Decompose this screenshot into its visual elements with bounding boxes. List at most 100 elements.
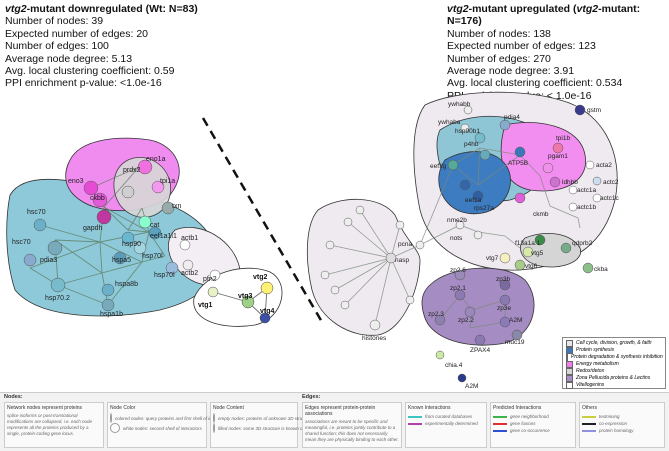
node[interactable] [472, 190, 484, 202]
node[interactable] [473, 230, 483, 240]
node-label: zp2.2 [458, 317, 474, 324]
node[interactable] [385, 252, 397, 264]
legend-item: Vitellogenins [566, 382, 662, 389]
node[interactable] [96, 209, 112, 225]
node-label: eef1a [465, 197, 482, 204]
node[interactable] [522, 246, 534, 258]
node[interactable] [457, 373, 467, 383]
node-label: ZPAX4 [470, 347, 490, 354]
node-label: txn [172, 203, 181, 210]
node[interactable] [499, 294, 511, 306]
node[interactable] [582, 262, 594, 274]
node[interactable] [455, 220, 465, 230]
node[interactable] [325, 240, 335, 250]
node[interactable] [113, 251, 127, 265]
node[interactable] [340, 300, 350, 310]
node[interactable] [499, 316, 511, 328]
node[interactable] [241, 295, 255, 309]
node[interactable] [165, 261, 179, 275]
node[interactable] [514, 259, 526, 271]
panel-text: white nodes: second shell of interactors [123, 425, 202, 431]
node[interactable] [137, 159, 153, 175]
node[interactable] [434, 314, 446, 326]
node[interactable] [514, 146, 526, 158]
node[interactable] [47, 240, 63, 256]
node[interactable] [552, 142, 564, 154]
node[interactable] [435, 350, 445, 360]
node[interactable] [207, 286, 219, 298]
node[interactable] [474, 132, 486, 144]
node[interactable] [161, 201, 175, 215]
node[interactable] [499, 252, 511, 264]
node-label: tpi1a [160, 178, 175, 185]
node-label: vtg1 [198, 302, 213, 309]
node[interactable] [585, 160, 595, 170]
node[interactable] [574, 104, 586, 116]
legend-label: Redox/detox [576, 368, 605, 374]
node[interactable] [542, 162, 554, 174]
node[interactable] [560, 242, 572, 254]
panel-title: Others [582, 405, 598, 411]
node-label: muc19 [505, 339, 525, 346]
node[interactable] [568, 202, 578, 212]
node[interactable] [463, 105, 473, 115]
node[interactable] [549, 176, 561, 188]
node[interactable] [101, 298, 115, 312]
node[interactable] [369, 319, 381, 331]
node[interactable] [330, 285, 340, 295]
node[interactable] [499, 119, 511, 131]
node[interactable] [534, 234, 546, 246]
node[interactable] [121, 231, 135, 245]
node-label: pdia4 [504, 114, 520, 121]
right-network-edges [324, 147, 581, 329]
empty-node-icon [213, 413, 215, 423]
node[interactable] [592, 193, 602, 203]
node[interactable] [343, 217, 353, 227]
node[interactable] [320, 270, 330, 280]
node[interactable] [259, 312, 271, 324]
node-label: A2M [509, 317, 522, 324]
panel-title: Known Interactions [408, 405, 451, 411]
node[interactable] [50, 277, 66, 293]
panel-row: gene neighborhood [493, 413, 573, 420]
node[interactable] [92, 192, 108, 208]
node[interactable] [179, 239, 191, 251]
node[interactable] [33, 218, 47, 232]
node[interactable] [405, 295, 415, 305]
left-stat-line: Number of edges: 100 [5, 40, 109, 53]
node[interactable] [395, 220, 405, 230]
node[interactable] [415, 240, 425, 250]
node[interactable] [447, 159, 459, 171]
right-title-gene: vtg2 [447, 3, 469, 15]
node[interactable] [464, 306, 476, 318]
node[interactable] [454, 289, 466, 301]
node[interactable] [138, 215, 152, 229]
panel-row: gene co-occurrence [493, 427, 573, 434]
node-label: ckmb [533, 211, 549, 218]
node[interactable] [511, 329, 523, 341]
node[interactable] [514, 192, 526, 204]
node[interactable] [568, 185, 578, 195]
node[interactable] [151, 180, 165, 194]
left-title-gene: vtg2 [5, 3, 27, 15]
node[interactable] [499, 279, 511, 291]
node[interactable] [459, 179, 471, 191]
node[interactable] [479, 149, 491, 161]
node[interactable] [23, 253, 37, 267]
node[interactable] [454, 269, 466, 281]
node[interactable] [592, 176, 602, 186]
node[interactable] [133, 241, 147, 255]
right-stat-line: Number of edges: 270 [447, 52, 551, 65]
node[interactable] [355, 205, 365, 215]
node[interactable] [460, 123, 470, 133]
node[interactable] [182, 259, 194, 271]
node[interactable] [148, 226, 162, 240]
node[interactable] [260, 281, 274, 295]
node[interactable] [474, 334, 486, 346]
node[interactable] [209, 269, 221, 281]
node-label: vtg4 [260, 308, 275, 315]
node[interactable] [121, 185, 135, 199]
node-label: hsp70l [154, 272, 175, 279]
node[interactable] [101, 283, 115, 297]
node[interactable] [83, 180, 99, 196]
